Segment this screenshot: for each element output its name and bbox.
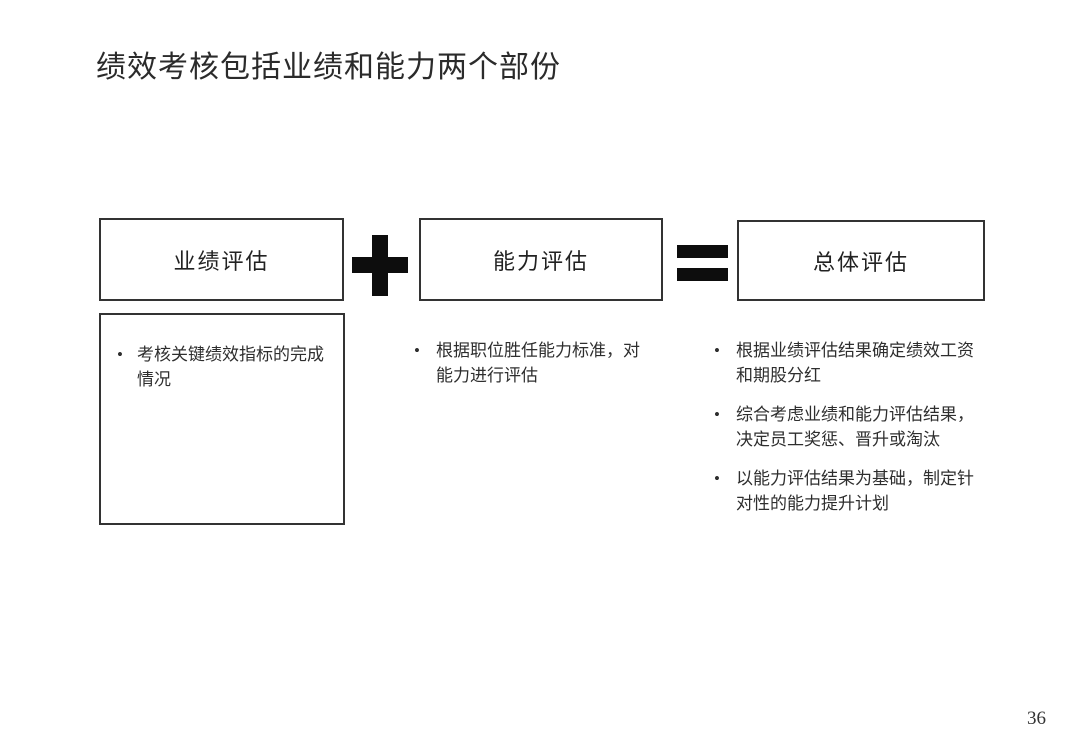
plus-icon: [352, 235, 408, 296]
box-performance-evaluation-label: 业绩评估: [173, 248, 270, 274]
bullet-item: 根据业绩评估结果确定绩效工资和期股分红: [710, 338, 988, 388]
performance-detail-box: 考核关键绩效指标的完成情况: [99, 313, 345, 525]
bullet-item: 以能力评估结果为基础，制定针对性的能力提升计划: [710, 466, 988, 516]
capability-bullet-list: 根据职位胜任能力标准，对能力进行评估: [410, 338, 658, 388]
bullet-text: 综合考虑业绩和能力评估结果，决定员工奖惩、晋升或淘汰: [736, 405, 974, 449]
page-number: 36: [1027, 708, 1046, 729]
box-capability-evaluation-label: 能力评估: [492, 248, 589, 274]
plus-icon-horizontal-bar: [352, 257, 408, 273]
equals-icon-bottom-bar: [677, 268, 728, 281]
equals-icon: [677, 245, 728, 282]
box-performance-evaluation: 业绩评估: [99, 218, 344, 301]
slide-title: 绩效考核包括业绩和能力两个部份: [96, 51, 561, 84]
box-capability-evaluation: 能力评估: [419, 218, 663, 301]
bullet-item: 根据职位胜任能力标准，对能力进行评估: [410, 338, 658, 388]
capability-detail-list: 根据职位胜任能力标准，对能力进行评估: [410, 338, 658, 402]
box-overall-evaluation-label: 总体评估: [812, 249, 909, 275]
equals-icon-top-bar: [677, 245, 728, 258]
bullet-text: 根据职位胜任能力标准，对能力进行评估: [436, 341, 640, 385]
overall-bullet-list: 根据业绩评估结果确定绩效工资和期股分红 综合考虑业绩和能力评估结果，决定员工奖惩…: [710, 338, 988, 516]
box-overall-evaluation: 总体评估: [737, 220, 985, 301]
bullet-item: 综合考虑业绩和能力评估结果，决定员工奖惩、晋升或淘汰: [710, 402, 988, 452]
bullet-text: 以能力评估结果为基础，制定针对性的能力提升计划: [736, 469, 974, 513]
bullet-text: 考核关键绩效指标的完成情况: [137, 345, 324, 389]
overall-detail-list: 根据业绩评估结果确定绩效工资和期股分红 综合考虑业绩和能力评估结果，决定员工奖惩…: [710, 338, 988, 530]
bullet-item: 考核关键绩效指标的完成情况: [113, 342, 333, 392]
bullet-text: 根据业绩评估结果确定绩效工资和期股分红: [736, 341, 974, 385]
performance-bullet-list: 考核关键绩效指标的完成情况: [113, 342, 333, 392]
